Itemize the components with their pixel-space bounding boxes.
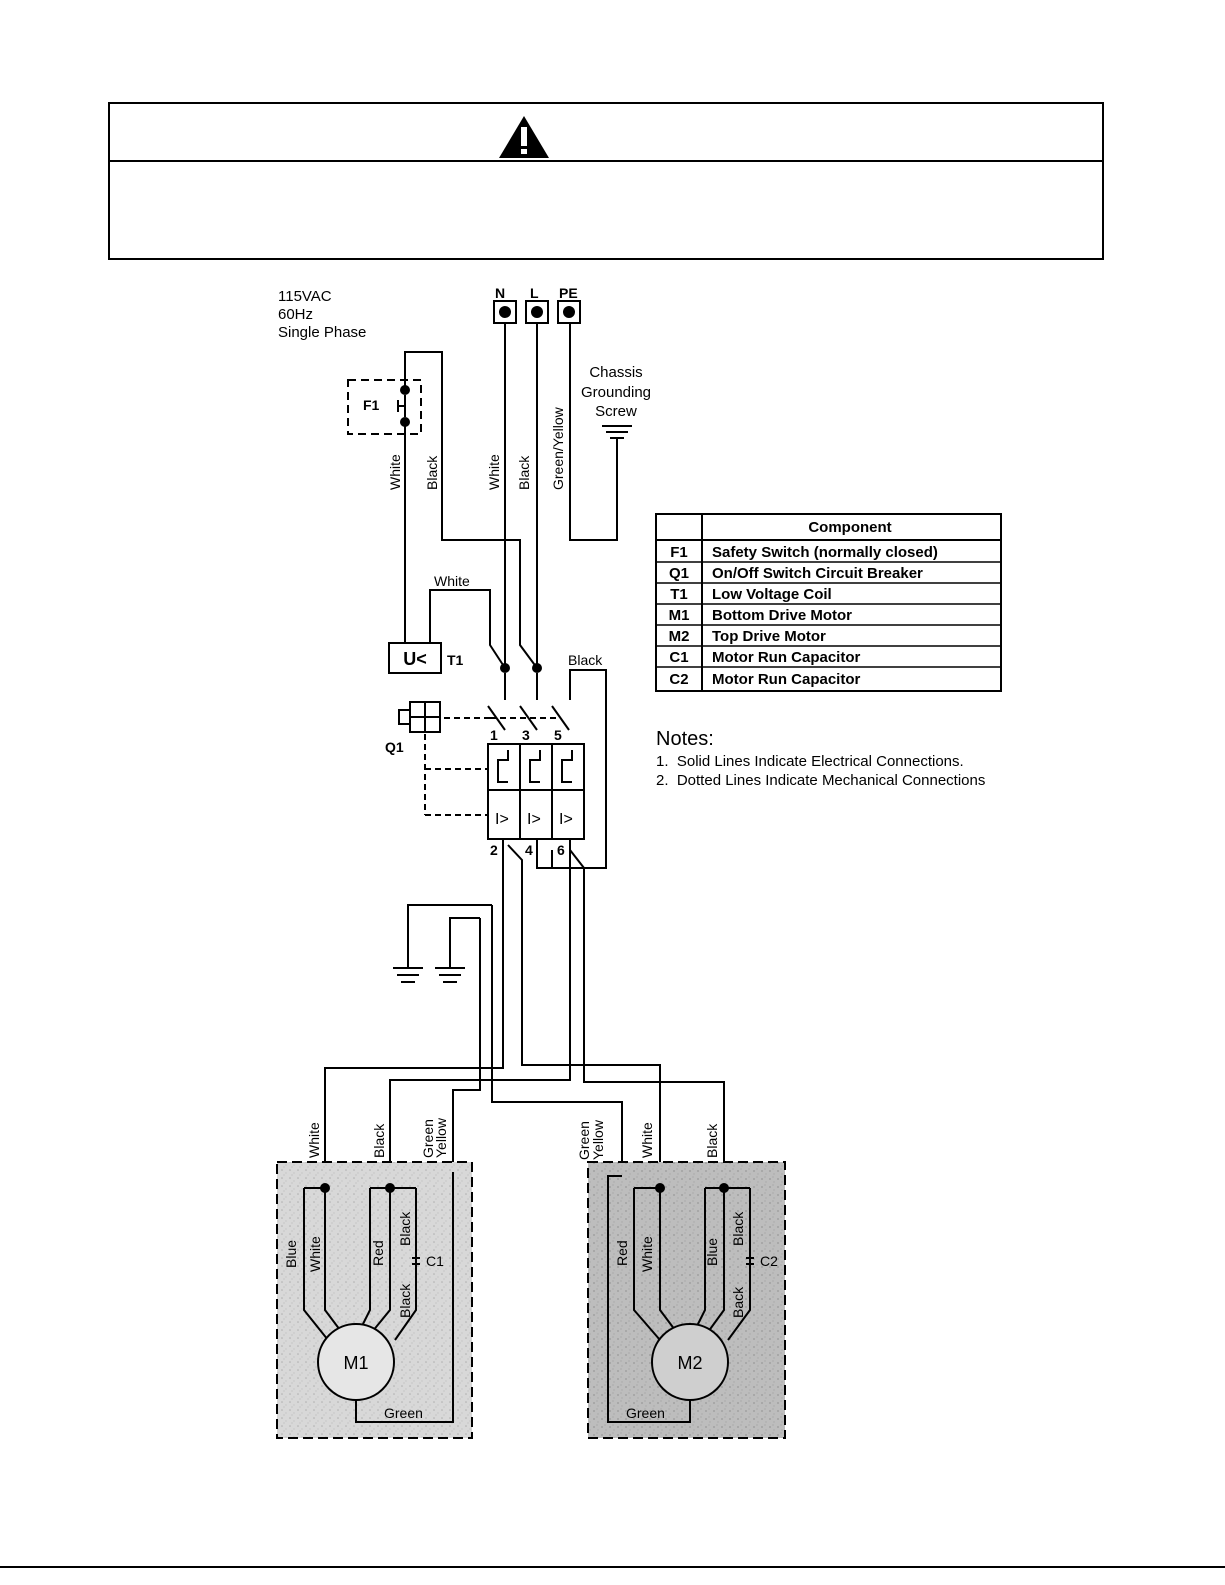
m2-wire-white: White: [639, 1236, 655, 1272]
breaker-symbol-3: I>: [559, 811, 573, 828]
m2-wire-back-lower: Back: [730, 1286, 746, 1318]
f1-label: F1: [363, 397, 380, 413]
wire-label-white-t1: White: [434, 573, 470, 589]
chassis-ground: Chassis Grounding Screw: [569, 323, 651, 541]
t1-low-voltage-coil: U< T1: [388, 642, 464, 674]
terminal-pe-label: PE: [559, 285, 578, 301]
component-name: Motor Run Capacitor: [712, 671, 860, 688]
m1-label: M1: [343, 1353, 368, 1373]
m1-lead-black: Black: [371, 1123, 387, 1158]
m1-bottom-drive-motor: M1 C1 Blue White Red Black Black Green: [276, 1161, 473, 1439]
m2-wire-black-upper: Black: [730, 1211, 746, 1246]
m2-wire-red: Red: [614, 1240, 630, 1266]
m1-wire-green: Green: [384, 1405, 423, 1421]
notes: Notes: 1. Solid Lines Indicate Electrica…: [656, 728, 985, 789]
ground-label-2: Grounding: [581, 384, 651, 401]
wire-label-black-l: Black: [516, 455, 532, 490]
m2-label: M2: [677, 1353, 702, 1373]
pole-2: 2: [490, 842, 498, 858]
ground-label-1: Chassis: [589, 364, 642, 381]
pole-4: 4: [525, 842, 533, 858]
component-name: Top Drive Motor: [712, 628, 826, 645]
note-item: 1. Solid Lines Indicate Electrical Conne…: [656, 753, 964, 770]
m2-wire-blue: Blue: [704, 1238, 720, 1266]
pole-5: 5: [554, 727, 562, 743]
m2-lead-white: White: [639, 1122, 655, 1158]
terminal-l-label: L: [530, 285, 539, 301]
wire-label-greenyellow-pe: Green/Yellow: [550, 406, 566, 490]
t1-symbol: U<: [403, 649, 427, 669]
component-table: Component F1 Safety Switch (normally clo…: [655, 513, 1002, 692]
component-name: Low Voltage Coil: [712, 586, 832, 603]
pole-1: 1: [490, 727, 498, 743]
notes-title: Notes:: [656, 728, 714, 750]
m1-wire-black-lower: Black: [397, 1283, 413, 1318]
component-id: Q1: [669, 565, 689, 582]
component-id: F1: [670, 544, 688, 561]
m2-wire-green: Green: [626, 1405, 665, 1421]
supply-voltage: 115VAC: [278, 288, 332, 305]
component-name: Safety Switch (normally closed): [712, 544, 938, 561]
wire-label-black-f1: Black: [424, 455, 440, 490]
m2-lead-black: Black: [704, 1123, 720, 1158]
wire-label-white-f1: White: [387, 454, 403, 490]
component-name: Motor Run Capacitor: [712, 649, 860, 666]
breaker-symbol-2: I>: [527, 811, 541, 828]
motor-grounds: [393, 967, 465, 983]
supply-phase: Single Phase: [278, 324, 366, 341]
m1-lead-white: White: [306, 1122, 322, 1158]
m2-lead-green: Green: [576, 1121, 592, 1160]
m1-wire-white: White: [307, 1236, 323, 1272]
component-id: T1: [670, 586, 688, 603]
m2-lead-yellow: Yellow: [590, 1119, 606, 1160]
q1-circuit-breaker: [398, 669, 607, 869]
component-id: M1: [669, 607, 690, 624]
motor-wiring: [324, 840, 725, 1188]
m1-wire-blue: Blue: [283, 1240, 299, 1268]
supply-frequency: 60Hz: [278, 306, 313, 323]
pole-6: 6: [557, 842, 565, 858]
c1-label: C1: [426, 1253, 444, 1269]
m1-lead-green: Green: [420, 1119, 436, 1158]
warning-box: [108, 102, 1104, 260]
pole-3: 3: [522, 727, 530, 743]
terminal-block: N L PE: [493, 285, 581, 324]
terminal-n-label: N: [495, 285, 505, 301]
c2-label: C2: [760, 1253, 778, 1269]
note-item: 2. Dotted Lines Indicate Mechanical Conn…: [656, 772, 985, 789]
component-name: On/Off Switch Circuit Breaker: [712, 565, 923, 582]
m1-lead-yellow: Yellow: [433, 1117, 449, 1158]
breaker-symbol-1: I>: [495, 811, 509, 828]
component-id: C1: [669, 649, 688, 666]
page-bottom-rule: [0, 1566, 1225, 1568]
component-name: Bottom Drive Motor: [712, 607, 852, 624]
supply-wires: [404, 323, 538, 669]
t1-label: T1: [447, 652, 464, 668]
wire-label-white-n: White: [486, 454, 502, 490]
m1-wire-red: Red: [370, 1240, 386, 1266]
f1-safety-switch: F1: [347, 379, 422, 435]
component-id: M2: [669, 628, 690, 645]
q1-label: Q1: [385, 739, 404, 755]
warning-triangle-icon: [499, 116, 549, 158]
warning-divider: [110, 160, 1102, 162]
m1-wire-black-upper: Black: [397, 1211, 413, 1246]
m2-top-drive-motor: M2 C2 Red White Blue Black Back Green: [587, 1161, 786, 1439]
wire-label-black-q1: Black: [568, 652, 603, 668]
ground-label-3: Screw: [595, 403, 637, 420]
component-id: C2: [669, 671, 688, 688]
component-header: Component: [808, 519, 891, 536]
